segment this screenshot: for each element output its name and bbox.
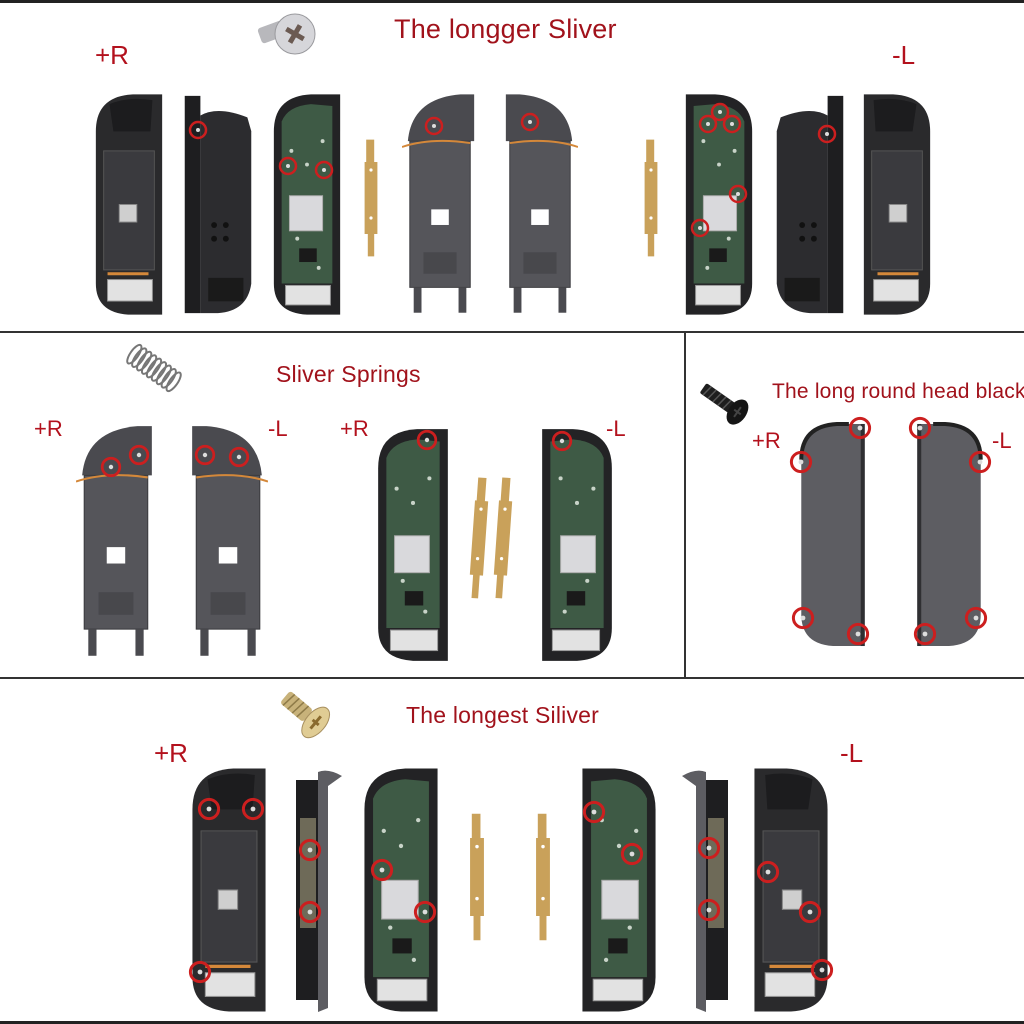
roundhead-right-label: +R — [752, 428, 781, 453]
screw-marker — [817, 124, 837, 144]
screw-marker — [791, 606, 815, 630]
screw-marker — [370, 858, 394, 882]
bottom-right-label: +R — [154, 738, 188, 768]
screw-marker — [756, 860, 780, 884]
joycon-r-pcb-shell — [372, 426, 454, 664]
springs-right-label-2: +R — [340, 416, 369, 441]
screw-marker — [298, 838, 322, 862]
sliver-strip — [640, 138, 662, 258]
screw-marker — [228, 446, 250, 468]
sliver-strip — [532, 812, 554, 942]
sliver-strip — [466, 812, 488, 942]
screw-marker — [100, 456, 122, 478]
screw-marker — [197, 797, 221, 821]
sliver-strip — [360, 138, 382, 258]
screw-marker — [913, 622, 937, 646]
joycon-l-back-shell — [858, 92, 936, 317]
screw-marker — [298, 900, 322, 924]
screw-marker — [620, 842, 644, 866]
screw-marker — [697, 836, 721, 860]
screw-marker — [728, 184, 748, 204]
screw-marker — [810, 958, 834, 982]
screw-marker — [697, 898, 721, 922]
top-right-label: +R — [95, 40, 129, 70]
screw-marker — [128, 444, 150, 466]
top-section-title: The longger Sliver — [394, 14, 617, 44]
spring-icon — [118, 336, 190, 400]
black-roundhead-screw-icon — [696, 376, 756, 432]
screw-marker — [722, 114, 742, 134]
bottom-left-label: -L — [840, 738, 864, 768]
joycon-r-back-shell — [90, 92, 168, 317]
section-divider-bottom — [0, 677, 1024, 679]
section-divider-top — [0, 331, 1024, 333]
joycon-r-side-rail — [292, 768, 348, 1014]
joycon-r-pcb-shell — [358, 765, 444, 1015]
screw-marker — [582, 800, 606, 824]
top-left-label: -L — [892, 40, 916, 70]
springs-left-label-2: -L — [606, 416, 626, 441]
springs-right-label-1: +R — [34, 416, 63, 441]
section-divider-vertical — [684, 332, 686, 678]
screw-marker — [846, 622, 870, 646]
joycon-l-side-rail — [676, 768, 732, 1014]
middle-right-section-title: The long round head black — [772, 380, 1024, 403]
joycon-l-rail — [770, 92, 850, 317]
joycon-l-pcb-shell — [680, 92, 758, 317]
screw-marker — [413, 900, 437, 924]
gold-flathead-screw-icon — [276, 688, 340, 744]
screw-marker — [314, 160, 334, 180]
screw-marker — [798, 900, 822, 924]
screw-marker — [789, 450, 813, 474]
screw-marker — [968, 450, 992, 474]
roundhead-left-label: -L — [992, 428, 1012, 453]
screw-marker — [424, 116, 444, 136]
screw-marker — [964, 606, 988, 630]
springs-left-label-1: -L — [268, 416, 288, 441]
screw-marker — [551, 430, 573, 452]
middle-left-section-title: Sliver Springs — [276, 361, 421, 387]
screw-marker — [194, 444, 216, 466]
joycon-l-pcb-shell — [536, 426, 618, 664]
screw-marker — [698, 114, 718, 134]
screw-marker — [908, 416, 932, 440]
screw-marker — [848, 416, 872, 440]
bottom-section-title: The longest Siliver — [406, 702, 599, 728]
screw-marker — [241, 797, 265, 821]
screw-marker — [278, 156, 298, 176]
screw-marker — [690, 218, 710, 238]
screw-marker — [188, 960, 212, 984]
joycon-r-pcb-shell — [268, 92, 346, 317]
screw-marker — [520, 112, 540, 132]
screw-marker — [188, 120, 208, 140]
screw-marker — [416, 429, 438, 451]
silver-flathead-screw-icon — [255, 6, 317, 62]
